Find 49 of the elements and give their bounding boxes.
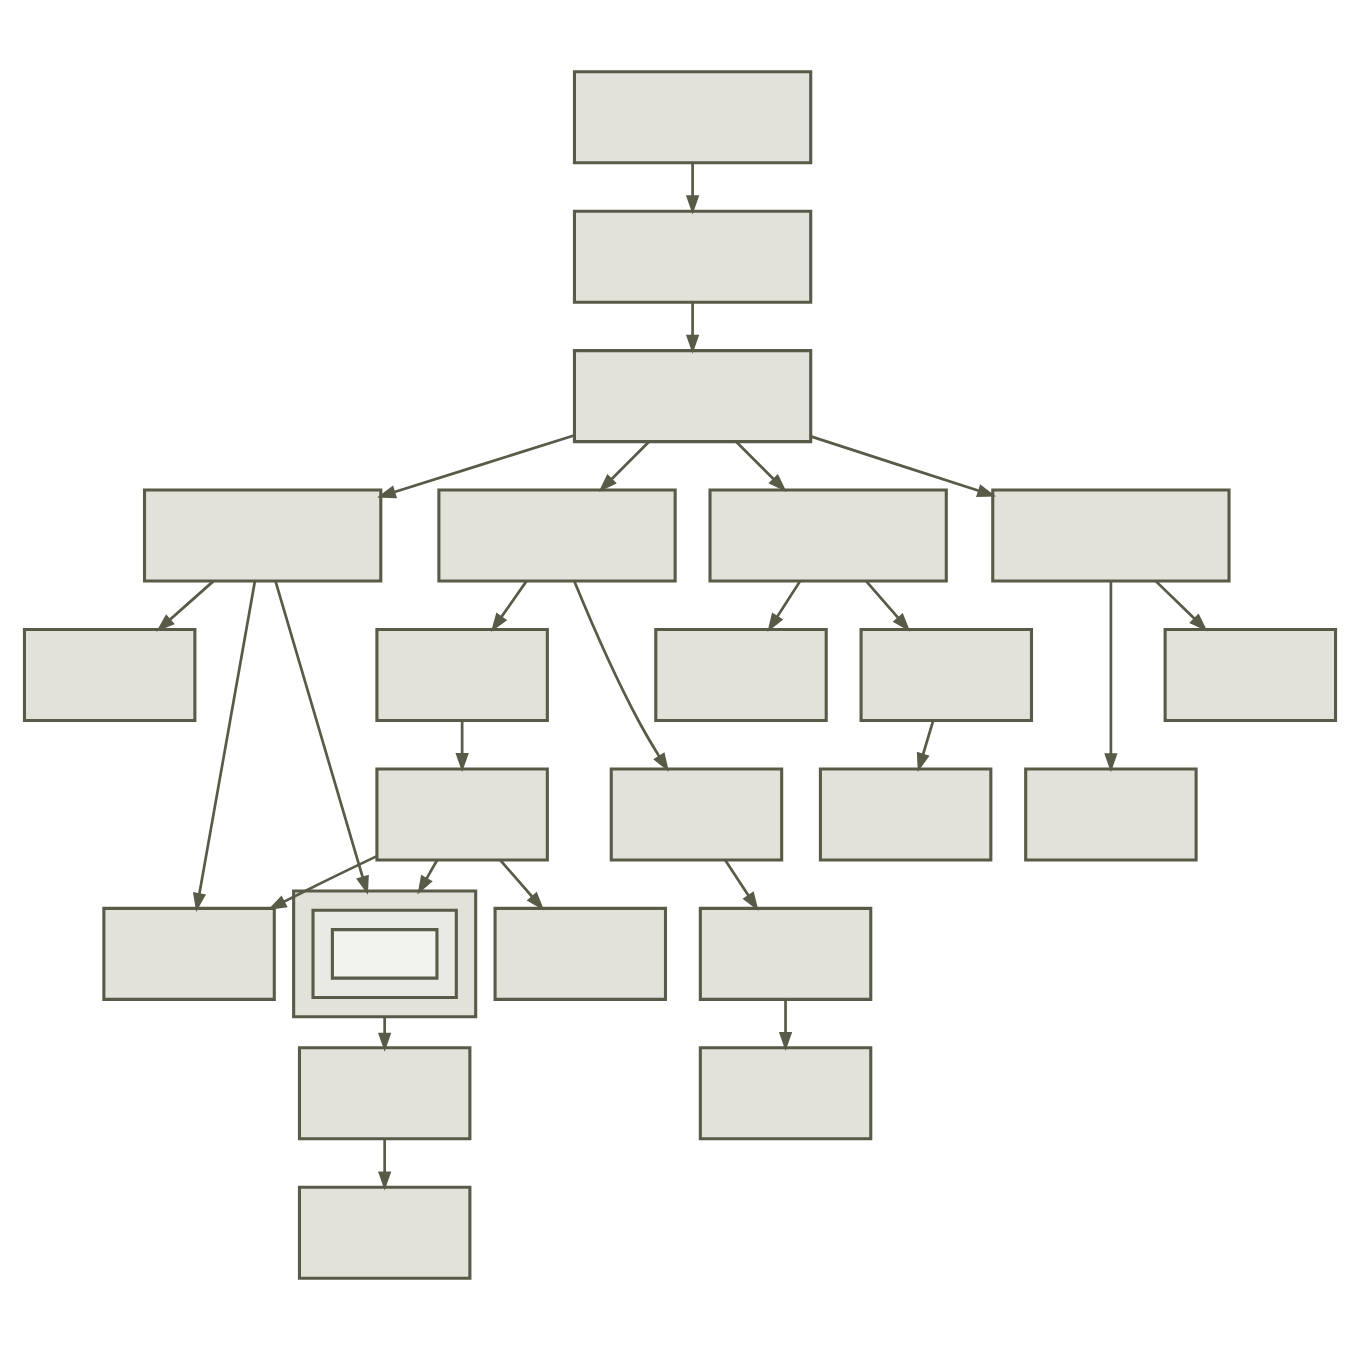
node-box (698, 905, 873, 1000)
arrow (376, 433, 575, 498)
arrow (1154, 579, 1208, 631)
node-box (991, 487, 1231, 582)
node-box (572, 348, 813, 443)
arrow (378, 1137, 392, 1190)
node-box (654, 626, 828, 722)
arrow (685, 301, 700, 353)
arrow (778, 998, 793, 1050)
node-box (102, 905, 276, 1000)
arrow (598, 439, 650, 492)
node-box (375, 626, 549, 722)
arrow (916, 719, 935, 771)
node-box (493, 905, 668, 1000)
node-box (1024, 766, 1198, 861)
arrow (499, 858, 545, 910)
arrow (735, 439, 787, 492)
node-box (1163, 626, 1338, 722)
arrow (490, 579, 528, 631)
node-box (437, 487, 677, 582)
arrow (274, 580, 369, 894)
node-box (572, 69, 813, 164)
cluster (292, 888, 478, 1018)
arrow (378, 1015, 392, 1051)
node-box (375, 766, 549, 861)
arrow (1104, 580, 1118, 772)
arrow (724, 858, 759, 910)
arrow (865, 579, 911, 631)
node-box (22, 626, 197, 722)
arrow (192, 580, 257, 911)
node-box (609, 766, 784, 861)
node-box (297, 1184, 472, 1279)
node-box (859, 626, 1034, 722)
node-box (297, 1045, 472, 1140)
arrow (573, 579, 669, 771)
arrow (810, 434, 997, 496)
arrow (267, 854, 377, 910)
arrow (455, 719, 469, 772)
cluster (311, 907, 458, 998)
arrow (767, 579, 802, 632)
node-box (818, 766, 993, 861)
node-box (330, 927, 439, 979)
node-box (143, 487, 383, 582)
node-box (698, 1045, 873, 1140)
node-box (708, 487, 948, 582)
arrow (685, 161, 700, 214)
node-box (572, 208, 813, 303)
arrow (156, 579, 215, 631)
arrow (417, 858, 439, 894)
